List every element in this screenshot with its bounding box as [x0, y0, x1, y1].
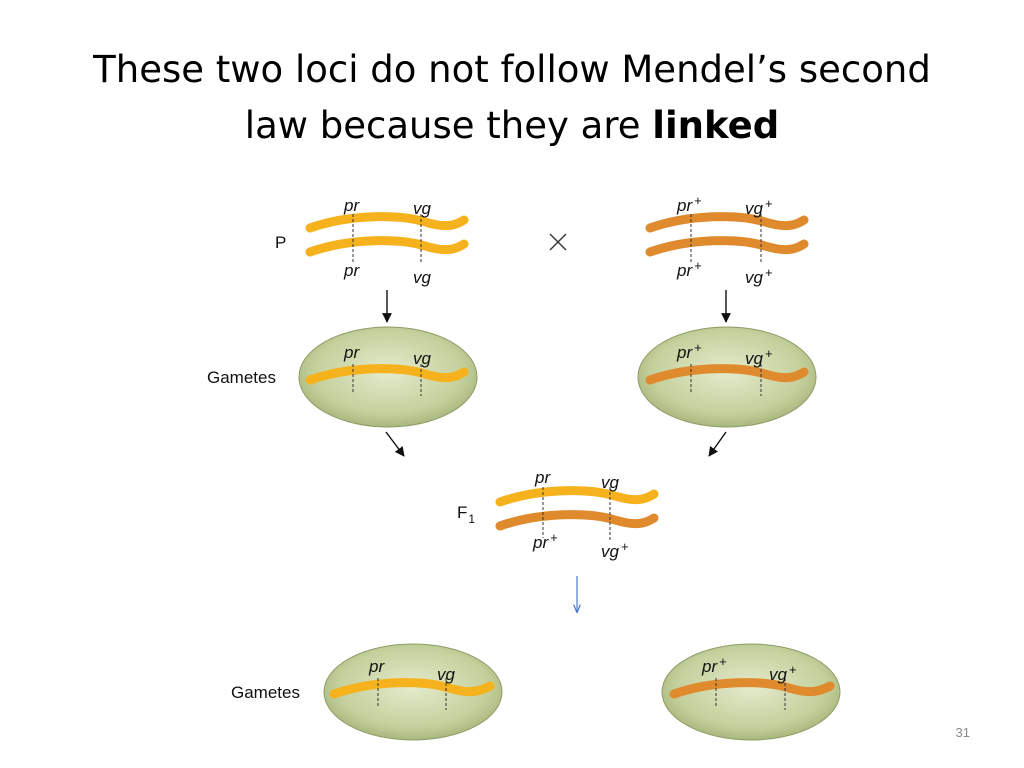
title-line-2-text: law because they are — [244, 104, 653, 147]
title-bold-word: linked — [652, 104, 780, 147]
gene-label-vg-plus: vg+ — [745, 265, 773, 287]
f1-chromosomes: pr vg pr+ vg+ — [495, 468, 659, 561]
label-f1: F1 — [457, 503, 475, 526]
f1-gamete-cell-prplus-vgplus: pr+ vg+ — [661, 643, 841, 741]
gene-label-pr-plus: pr+ — [532, 530, 558, 552]
title-line-1: These two loci do not follow Mendel’s se… — [93, 48, 931, 91]
parent-left-chromosomes: pr vg pr vg — [305, 196, 469, 287]
gene-label-pr-plus: pr+ — [701, 654, 727, 676]
gene-label-vg-plus: vg+ — [745, 196, 773, 218]
cross-symbol — [549, 233, 567, 251]
gene-label-vg-plus: vg+ — [769, 662, 797, 684]
gene-label-pr: pr — [343, 343, 360, 362]
gene-label-pr: pr — [343, 261, 360, 280]
gene-label-pr: pr — [534, 468, 551, 487]
chromosome-prplus-vgplus-bottom — [645, 236, 809, 257]
title-line-2: law because they are linked — [40, 98, 984, 154]
label-gametes-bottom: Gametes — [231, 683, 300, 702]
gene-label-vg-plus: vg+ — [601, 539, 629, 561]
gene-label-pr-plus: pr+ — [676, 193, 702, 215]
chromosome-pr-vg-bottom — [305, 236, 469, 257]
f1-gamete-cell-pr-vg: pr vg — [323, 643, 503, 741]
gene-label-pr: pr — [343, 196, 360, 215]
gene-label-vg: vg — [413, 268, 432, 287]
chromosome-prplus-vgplus-top — [645, 212, 809, 233]
gene-label-pr-plus: pr+ — [676, 258, 702, 280]
arrow-diagonal-left — [385, 431, 405, 457]
label-parental-P: P — [275, 233, 286, 252]
slide-number: 31 — [955, 725, 970, 740]
gene-label-vg: vg — [437, 665, 456, 684]
arrow-diagonal-right — [708, 431, 727, 457]
label-gametes-top: Gametes — [207, 368, 276, 387]
parent-right-chromosomes: pr+ vg+ pr+ vg+ — [645, 193, 809, 287]
chromosome-pr-vg-top — [305, 212, 469, 233]
gene-label-pr-plus: pr+ — [676, 340, 702, 362]
chromosome-pr-vg — [495, 486, 659, 507]
gene-label-vg: vg — [601, 473, 620, 492]
gene-label-vg: vg — [413, 199, 432, 218]
gamete-cell-prplus-vgplus: pr+ vg+ — [637, 326, 817, 428]
gene-label-vg-plus: vg+ — [745, 346, 773, 368]
slide-title: These two loci do not follow Mendel’s se… — [40, 42, 984, 154]
chromosome-prplus-vgplus — [495, 510, 659, 531]
gene-label-vg: vg — [413, 349, 432, 368]
gamete-cell-pr-vg: pr vg — [298, 326, 478, 428]
gene-label-pr: pr — [368, 657, 385, 676]
